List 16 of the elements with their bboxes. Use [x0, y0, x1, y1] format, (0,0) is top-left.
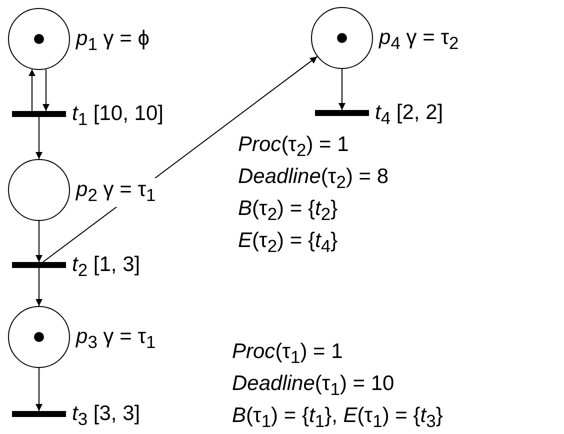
- transition-bar: [315, 110, 369, 116]
- arc-arrow: [42, 68, 50, 112]
- arc-arrow: [36, 220, 42, 262]
- transition-bar: [12, 111, 66, 117]
- place-label: p$_{2}$ γ = τ$_{1}$: [76, 178, 156, 208]
- place-circle: [311, 7, 373, 69]
- arc-arrow: [36, 116, 42, 160]
- place-circle: [8, 8, 70, 70]
- arc-arrow: [36, 368, 42, 412]
- transition-bar: [12, 262, 66, 268]
- arc-arrow: [36, 268, 42, 306]
- arc-arrow: [338, 68, 346, 110]
- transition-bar: [12, 411, 66, 417]
- place-circle: [8, 306, 70, 368]
- place-circle: [8, 159, 70, 221]
- arc-arrow: [28, 68, 36, 112]
